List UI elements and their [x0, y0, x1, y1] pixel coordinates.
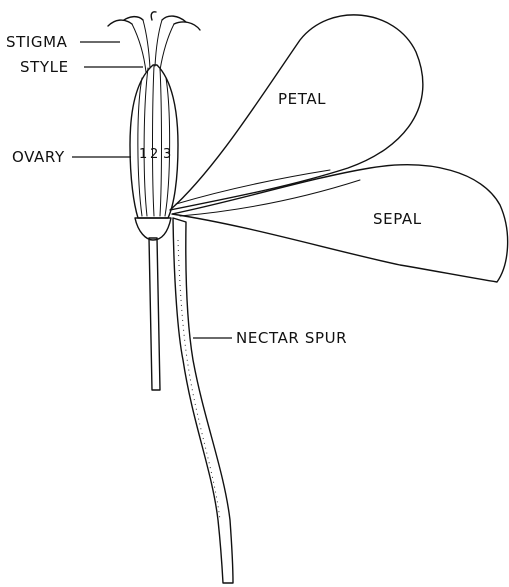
nectar-spur [173, 218, 233, 583]
nectar-spur-label: NECTAR SPUR [236, 329, 347, 347]
stigma-3 [162, 16, 186, 22]
sepal-label: SEPAL [373, 210, 422, 228]
style-3 [155, 20, 162, 66]
stigma-4 [174, 22, 200, 30]
receptacle [135, 218, 171, 240]
petal-label: PETAL [278, 90, 326, 108]
sepal-outline [172, 165, 508, 282]
stigma-5 [151, 12, 156, 20]
pedicel [149, 238, 160, 390]
carpel-number-3: 3 [163, 147, 171, 162]
petal-outline [170, 15, 423, 210]
style-label: STYLE [20, 58, 69, 76]
style-4 [160, 24, 174, 70]
ovary-ridge-4 [160, 68, 162, 216]
stigma-1 [108, 20, 132, 26]
style-1 [132, 24, 146, 72]
ovary-ridge-2 [144, 68, 148, 216]
ovary-ridge-3 [153, 66, 155, 216]
sepal-inner-line [180, 180, 360, 216]
petal-inner-line [176, 170, 330, 204]
stigma-2 [124, 17, 143, 20]
carpel-number-2: 2 [150, 147, 158, 162]
ovary-label: OVARY [12, 148, 65, 166]
ovary-outline [130, 65, 178, 218]
stigma-label: STIGMA [6, 33, 68, 51]
carpel-number-1: 1 [139, 147, 147, 162]
nectar-spur-stipple [178, 240, 220, 520]
